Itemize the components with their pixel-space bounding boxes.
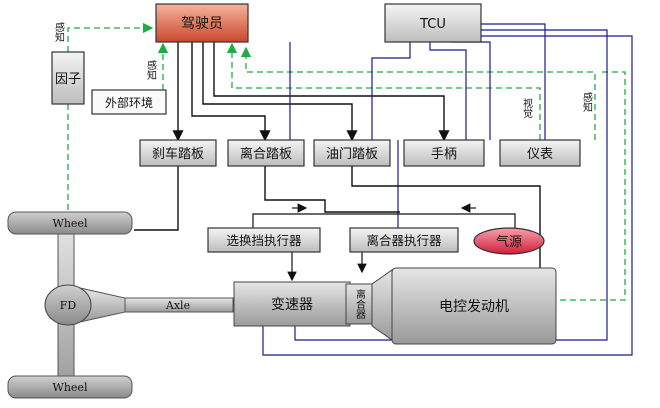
- air-source-label: 气源: [496, 234, 522, 250]
- driver-command-wires: [172, 42, 450, 142]
- instrument-box: [499, 139, 581, 167]
- clutch-actuator-box: [349, 227, 459, 253]
- fd-gear: [44, 284, 92, 326]
- clutch-block: [345, 283, 373, 325]
- handle-box: [403, 139, 485, 167]
- air-source-ellipse: [473, 227, 545, 255]
- engine-box: [391, 267, 557, 345]
- clutch-actuator-label: 离合器执行器: [366, 233, 442, 248]
- throttle-pedal-box: [313, 139, 391, 167]
- engine-label: 电控发动机: [439, 299, 509, 315]
- transmission-box: [233, 281, 351, 327]
- driver-label: 驾驶员: [181, 16, 223, 32]
- side-label-right-b: 感知: [581, 91, 593, 112]
- wheel-top-label: Wheel: [53, 217, 88, 230]
- powertrain: [233, 267, 557, 345]
- driver-box: [155, 3, 249, 43]
- wheel-top: [7, 211, 133, 235]
- fd-label: FD: [60, 299, 77, 312]
- wheel-bottom-label: Wheel: [53, 381, 88, 394]
- tcu-box: [384, 3, 482, 43]
- axle-label: Axle: [165, 299, 190, 312]
- side-label-right-a: 视觉: [521, 97, 533, 118]
- handle-label: 手柄: [431, 147, 457, 162]
- actuator-bus: [252, 203, 516, 282]
- feedback-dashed-lines: [67, 22, 626, 301]
- tcu-signal-wires: [262, 23, 633, 356]
- external-label: 外部环境: [105, 95, 153, 110]
- clutch-pedal-box: [227, 139, 305, 167]
- bell-housing: [371, 269, 393, 341]
- wheel-bottom: [7, 375, 133, 399]
- gear-actuator-box: [207, 227, 321, 253]
- instrument-label: 仪表: [527, 147, 553, 162]
- clutch-label: 离合器: [354, 288, 366, 320]
- side-label-left-mid: 感知: [145, 59, 157, 80]
- clutch-pedal-label: 离合踏板: [240, 146, 292, 162]
- factor-box: [51, 51, 85, 105]
- brake-pedal-label: 刹车踏板: [152, 146, 204, 162]
- drivetrain: [7, 211, 234, 399]
- factor-label: 因子: [55, 72, 81, 87]
- pedal-wires: [134, 166, 541, 268]
- side-label-left-top: 感知: [53, 21, 65, 42]
- labels: 驾驶员 TCU 因子 外部环境 刹车踏板 离合踏板 油门踏板 手柄 仪表 选换挡…: [53, 16, 593, 394]
- external-box: [91, 89, 167, 115]
- axle-shaft: [124, 297, 234, 313]
- tcu-label: TCU: [419, 17, 446, 32]
- gear-actuator-label: 选换挡执行器: [226, 233, 302, 248]
- throttle-pedal-label: 油门踏板: [326, 147, 378, 162]
- brake-pedal-box: [139, 139, 217, 167]
- boxes: [51, 3, 581, 255]
- transmission-label: 变速器: [271, 297, 313, 313]
